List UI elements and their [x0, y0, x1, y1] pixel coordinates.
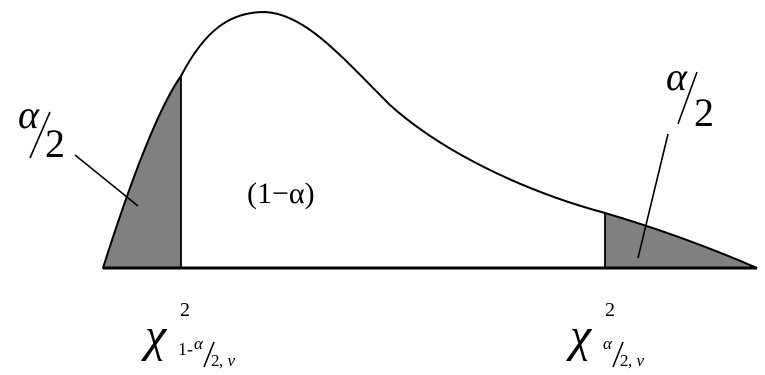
- left-tail-region: [101, 73, 182, 269]
- right-critical-label: χ 2 α 2 , ν: [566, 299, 645, 370]
- center-label: (1−α): [247, 177, 315, 210]
- right-chi-subscript-slash: [612, 341, 624, 368]
- right-chi-symbol: χ: [566, 309, 593, 362]
- right-chi-subscript-nu: , ν: [628, 351, 645, 370]
- right-chi-superscript: 2: [605, 299, 615, 321]
- right-chi-subscript-alpha: α: [603, 334, 613, 353]
- right-fraction-slash: [677, 71, 698, 125]
- left-alpha-numerator: α: [18, 92, 40, 137]
- left-alpha-denominator: 2: [45, 121, 65, 166]
- left-chi-symbol: χ: [141, 309, 168, 362]
- left-chi-subscript-slash: [203, 341, 215, 368]
- right-tail-region: [604, 211, 758, 269]
- right-leader-line: [637, 133, 669, 259]
- left-chi-subscript-two: 2: [211, 351, 220, 370]
- right-chi-subscript-two: 2: [620, 351, 629, 370]
- left-chi-subscript-nu: , ν: [219, 351, 236, 370]
- right-alpha-numerator: α: [666, 54, 688, 99]
- left-leader-line: [74, 154, 139, 207]
- left-chi-subscript-alpha: α: [194, 334, 204, 353]
- left-chi-superscript: 2: [180, 299, 190, 321]
- density-curve: [102, 10, 758, 269]
- right-tail-label: α 2: [666, 54, 714, 135]
- left-tail-label: α 2: [18, 92, 65, 166]
- left-fraction-slash: [29, 111, 51, 159]
- right-alpha-denominator: 2: [694, 90, 714, 135]
- left-chi-subscript-prefix: 1-: [178, 339, 193, 359]
- left-critical-label: χ 2 1- α 2 , ν: [141, 299, 236, 370]
